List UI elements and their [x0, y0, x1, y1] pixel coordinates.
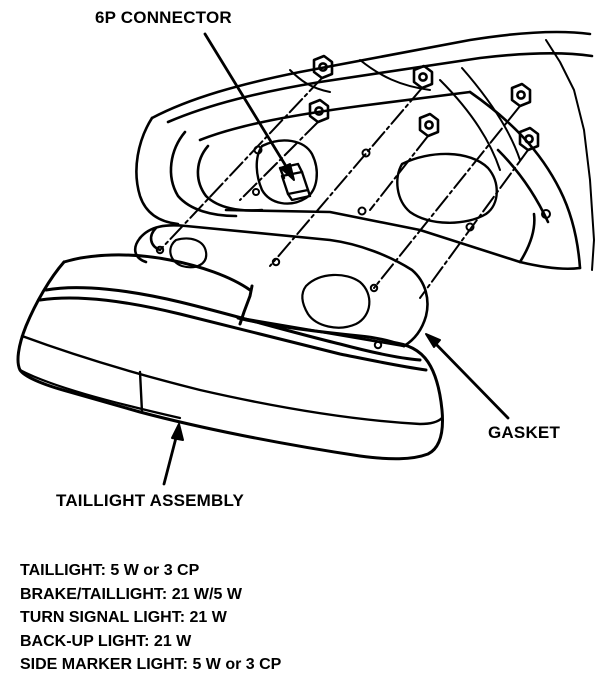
nut-2 — [412, 64, 434, 90]
alignment-center-lines — [159, 77, 529, 299]
nut-4 — [510, 82, 532, 108]
gasket-label: GASKET — [488, 423, 561, 442]
leader-arrows — [162, 32, 510, 486]
spec-back-up: BACK-UP LIGHT: 21 W — [20, 632, 192, 650]
nut-3 — [308, 98, 330, 124]
gasket-leader — [425, 333, 510, 420]
connector-label: 6P CONNECTOR — [95, 8, 232, 27]
nut-group — [308, 54, 540, 152]
spec-turn-signal: TURN SIGNAL LIGHT: 21 W — [20, 609, 227, 626]
taillight-assembly-label: TAILLIGHT ASSEMBLY — [56, 491, 245, 510]
gasket — [133, 224, 429, 350]
spec-brake-taillight: BRAKE/TAILLIGHT: 21 W/5 W — [20, 585, 242, 603]
bulb-spec-list: TAILLIGHT: 5 W or 3 CP BRAKE/TAILLIGHT: … — [20, 559, 281, 677]
connector-leader — [203, 32, 295, 181]
spec-taillight: TAILLIGHT: 5 W or 3 CP — [20, 562, 200, 579]
taillight-lens — [16, 253, 444, 461]
nut-5 — [418, 112, 440, 138]
spec-side-marker: SIDE MARKER LIGHT: 5 W or 3 CP — [20, 656, 282, 673]
vehicle-body-panel — [135, 30, 595, 271]
nut-6 — [518, 126, 540, 152]
nut-1 — [312, 54, 334, 80]
assembly-leader — [162, 423, 184, 486]
